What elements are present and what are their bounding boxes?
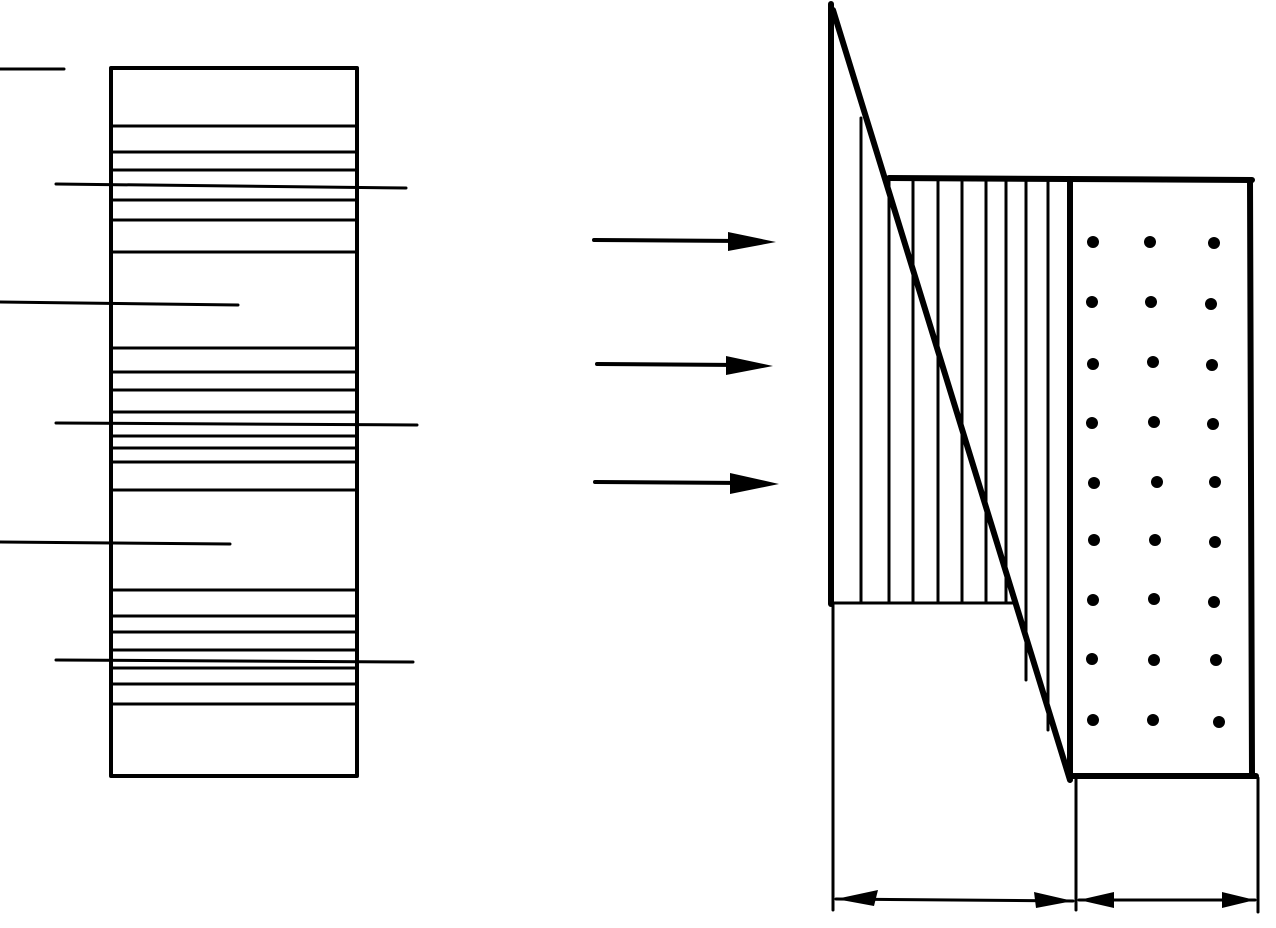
leader-line-through-3: [54, 658, 415, 664]
arrowhead: [1222, 892, 1255, 908]
dot: [1207, 418, 1219, 430]
dot: [1086, 417, 1098, 429]
profile-figure: [828, 1, 1260, 914]
dot: [1208, 237, 1220, 249]
dot: [1148, 416, 1160, 428]
arrowhead: [1079, 892, 1114, 908]
layered-column: [0, 66, 419, 778]
layer-group-2: [109, 346, 359, 492]
arrow-right: [592, 232, 776, 251]
leader-line-through-1: [54, 182, 408, 190]
arrowhead: [730, 473, 779, 494]
dot: [1210, 654, 1222, 666]
dot: [1088, 477, 1100, 489]
dot: [1148, 654, 1160, 666]
arrowhead: [1034, 892, 1073, 908]
vertical-hatching: [859, 116, 1050, 732]
dot: [1208, 596, 1220, 608]
dot: [1148, 593, 1160, 605]
leader-line-through-2: [54, 421, 419, 427]
dot: [1209, 536, 1221, 548]
dot: [1145, 296, 1157, 308]
dot: [1147, 356, 1159, 368]
diagonal-profile-line: [830, 7, 1073, 783]
dot: [1147, 714, 1159, 726]
dot: [1205, 298, 1217, 310]
dimension-lines: [831, 602, 1260, 914]
dot: [1213, 716, 1225, 728]
leader-line-thick-layer-2: [0, 540, 232, 546]
dot: [1087, 714, 1099, 726]
arrowhead: [728, 232, 776, 251]
block-right-edge: [1247, 177, 1255, 779]
layer-group-3: [109, 588, 359, 706]
arrowhead: [836, 890, 878, 906]
leader-line-thick-layer-1: [0, 300, 240, 307]
dot: [1088, 534, 1100, 546]
dimension-arrow-right-span: [1077, 892, 1257, 908]
dot: [1087, 236, 1099, 248]
arrow-right: [593, 473, 779, 494]
arrow-right: [595, 356, 773, 375]
dot: [1151, 476, 1163, 488]
dot: [1086, 653, 1098, 665]
dot: [1087, 594, 1099, 606]
leader-lines: [0, 67, 419, 664]
dot: [1087, 358, 1099, 370]
column-outline: [109, 66, 359, 778]
dot: [1086, 296, 1098, 308]
layer-group-1: [109, 124, 359, 254]
flow-arrows: [592, 232, 779, 494]
arrowhead: [726, 356, 773, 375]
dot: [1144, 236, 1156, 248]
dot: [1149, 534, 1161, 546]
dot: [1209, 476, 1221, 488]
dot-fill: [1086, 236, 1225, 728]
dimension-arrow-left-span: [834, 890, 1075, 908]
dot: [1206, 359, 1218, 371]
